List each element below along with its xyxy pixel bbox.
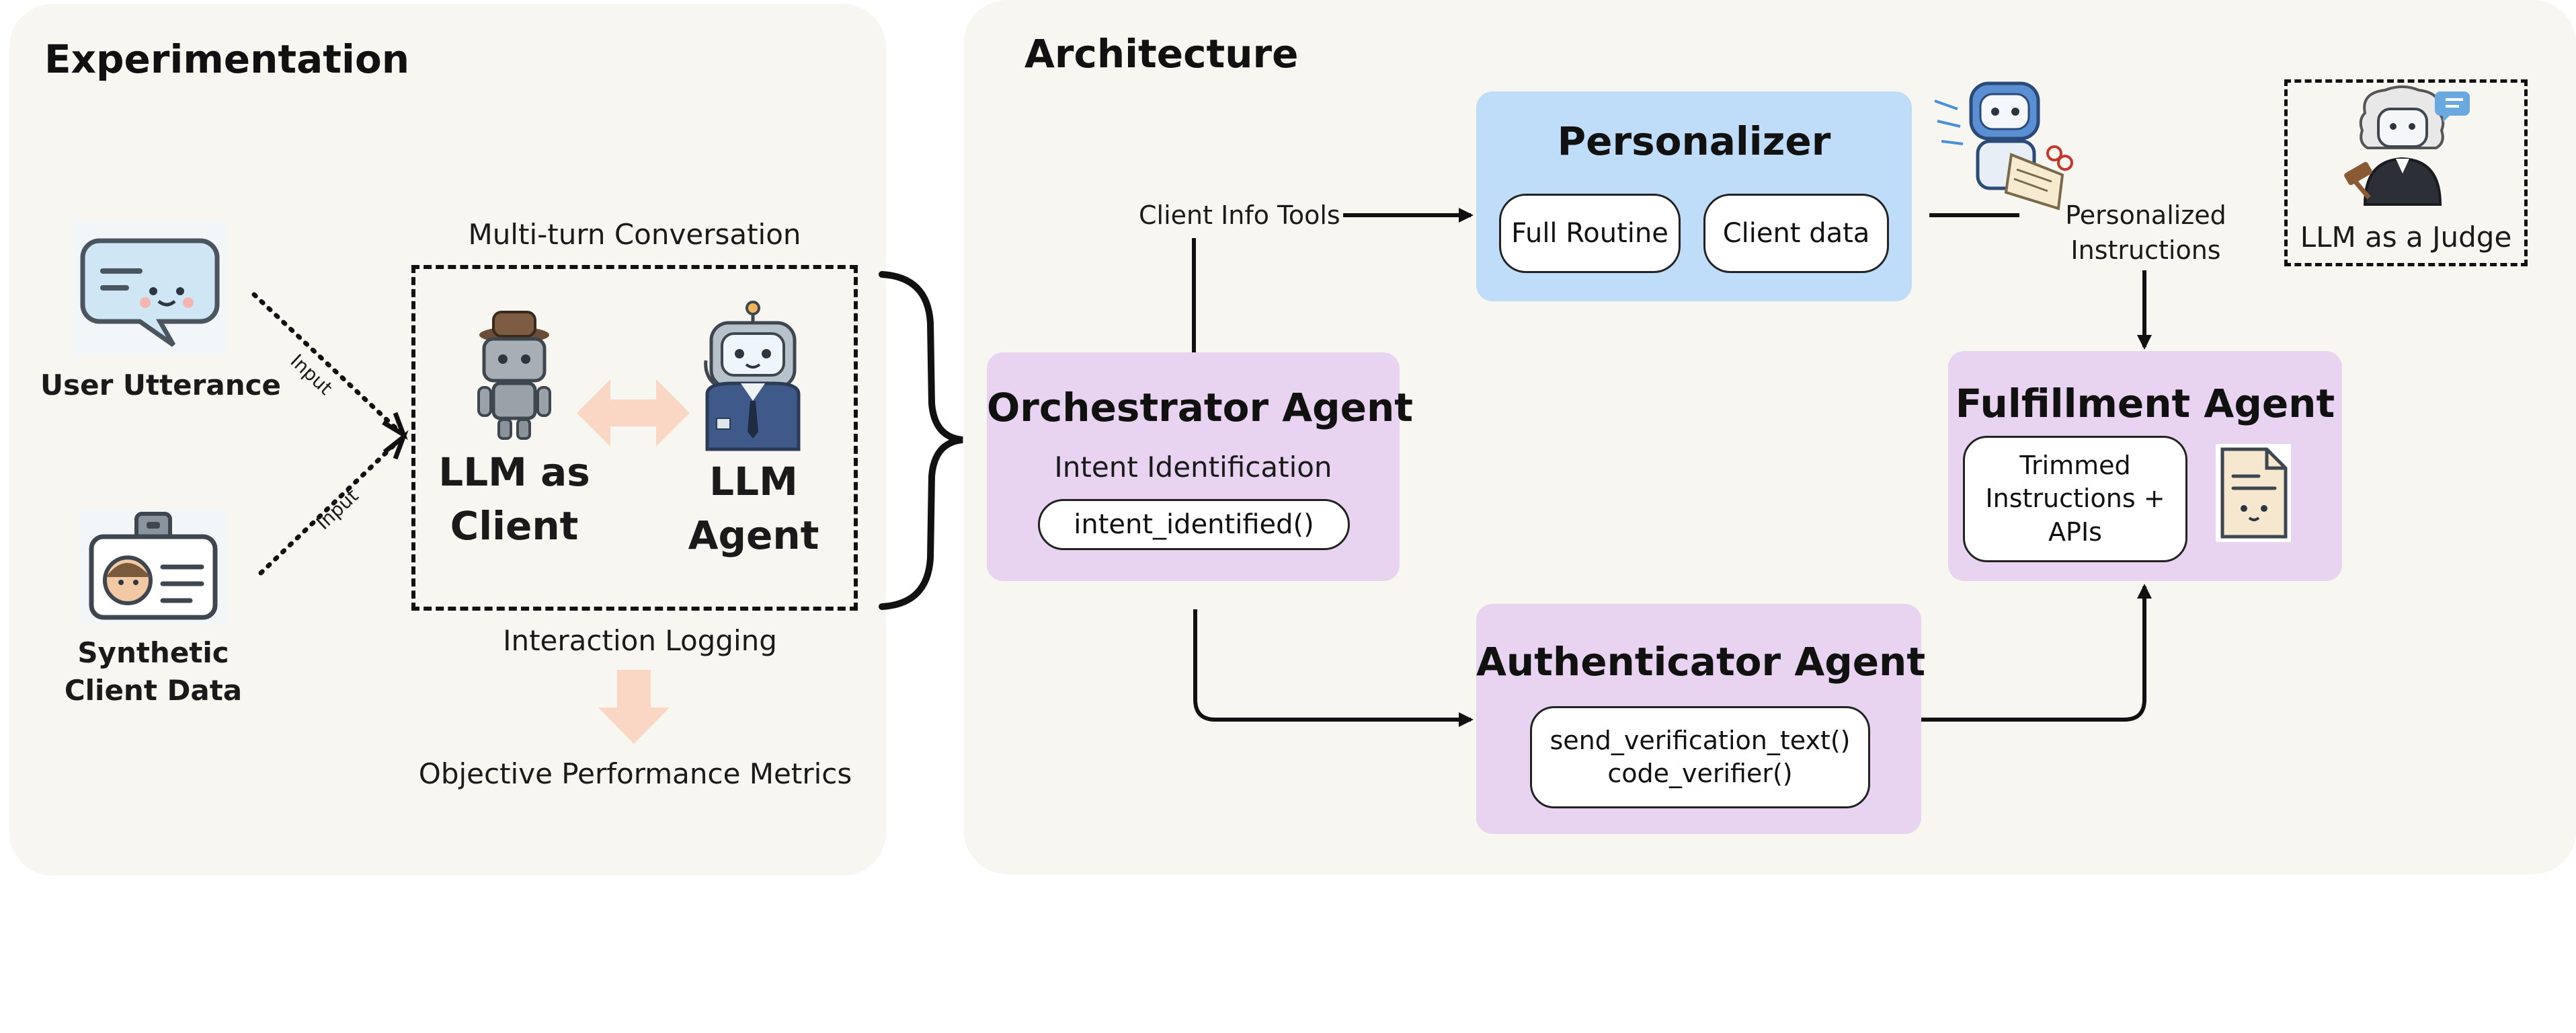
experimentation-title: Experimentation xyxy=(44,36,410,82)
authenticator-functions-pill: send_verification_text() code_verifier() xyxy=(1530,706,1870,808)
robot-client-icon xyxy=(464,308,565,443)
trimmed-instructions-pill: Trimmed Instructions + APIs xyxy=(1963,436,2187,562)
personalizer-title: Personalizer xyxy=(1557,118,1831,164)
intent-identified-function-pill: intent_identified() xyxy=(1038,499,1350,550)
input-arrow-bottom xyxy=(258,441,398,576)
personalizer-box: Personalizer Full Routine Client data xyxy=(1476,91,1912,301)
orchestrator-agent-box: Orchestrator Agent Intent Identification… xyxy=(987,352,1414,581)
fulfillment-agent-title: Fulfillment Agent xyxy=(1955,381,2335,426)
architecture-title: Architecture xyxy=(1024,31,1299,77)
authenticator-agent-title: Authenticator Agent xyxy=(1476,639,1926,685)
conversation-frame xyxy=(411,265,858,611)
chat-bubble-icon xyxy=(73,221,227,355)
trimmed-instructions-line2: Instructions + xyxy=(1985,484,2165,514)
llm-as-client-label-line1: LLM as xyxy=(438,449,590,495)
robot-judge-icon xyxy=(2342,85,2470,206)
full-routine-pill: Full Routine xyxy=(1499,194,1681,273)
authenticator-agent-box: Authenticator Agent send_verification_te… xyxy=(1476,604,1926,834)
trimmed-instructions-line3: APIs xyxy=(2048,516,2102,547)
user-utterance-label: User Utterance xyxy=(40,369,282,401)
orchestrator-agent-title: Orchestrator Agent xyxy=(987,385,1414,430)
llm-agent-label-line2: Agent xyxy=(688,512,819,558)
trimmed-instructions-line1: Trimmed xyxy=(2019,450,2131,480)
intent-identification-label: Intent Identification xyxy=(1054,451,1332,484)
code-verifier-function: code_verifier() xyxy=(1607,759,1793,788)
client-info-tools-label: Client Info Tools xyxy=(1136,200,1343,230)
llm-as-a-judge-label: LLM as a Judge xyxy=(2300,221,2512,254)
personalized-instructions-label-line1: Personalized xyxy=(2065,200,2226,230)
id-badge-icon xyxy=(79,510,227,624)
input-arrow-top xyxy=(251,292,398,430)
multi-turn-conversation-label: Multi-turn Conversation xyxy=(468,218,801,251)
robot-personalizer-icon xyxy=(1931,74,2077,215)
llm-judge-frame xyxy=(2284,79,2528,266)
personalized-instructions-label-line2: Instructions xyxy=(2070,235,2221,265)
document-icon xyxy=(2216,444,2291,542)
objective-performance-metrics-label: Objective Performance Metrics xyxy=(418,757,852,790)
llm-as-client-label-line2: Client xyxy=(450,503,579,549)
send-verification-text-function: send_verification_text() xyxy=(1549,725,1851,755)
fulfillment-agent-box: Fulfillment Agent Trimmed Instructions +… xyxy=(1948,351,2342,581)
llm-agent-label-line1: LLM xyxy=(709,459,798,504)
interaction-logging-label: Interaction Logging xyxy=(503,624,777,657)
synthetic-client-data-label-line2: Client Data xyxy=(64,674,243,707)
robot-agent-icon xyxy=(692,300,813,452)
synthetic-client-data-label-line1: Synthetic xyxy=(77,636,229,669)
client-data-pill: Client data xyxy=(1703,194,1889,273)
